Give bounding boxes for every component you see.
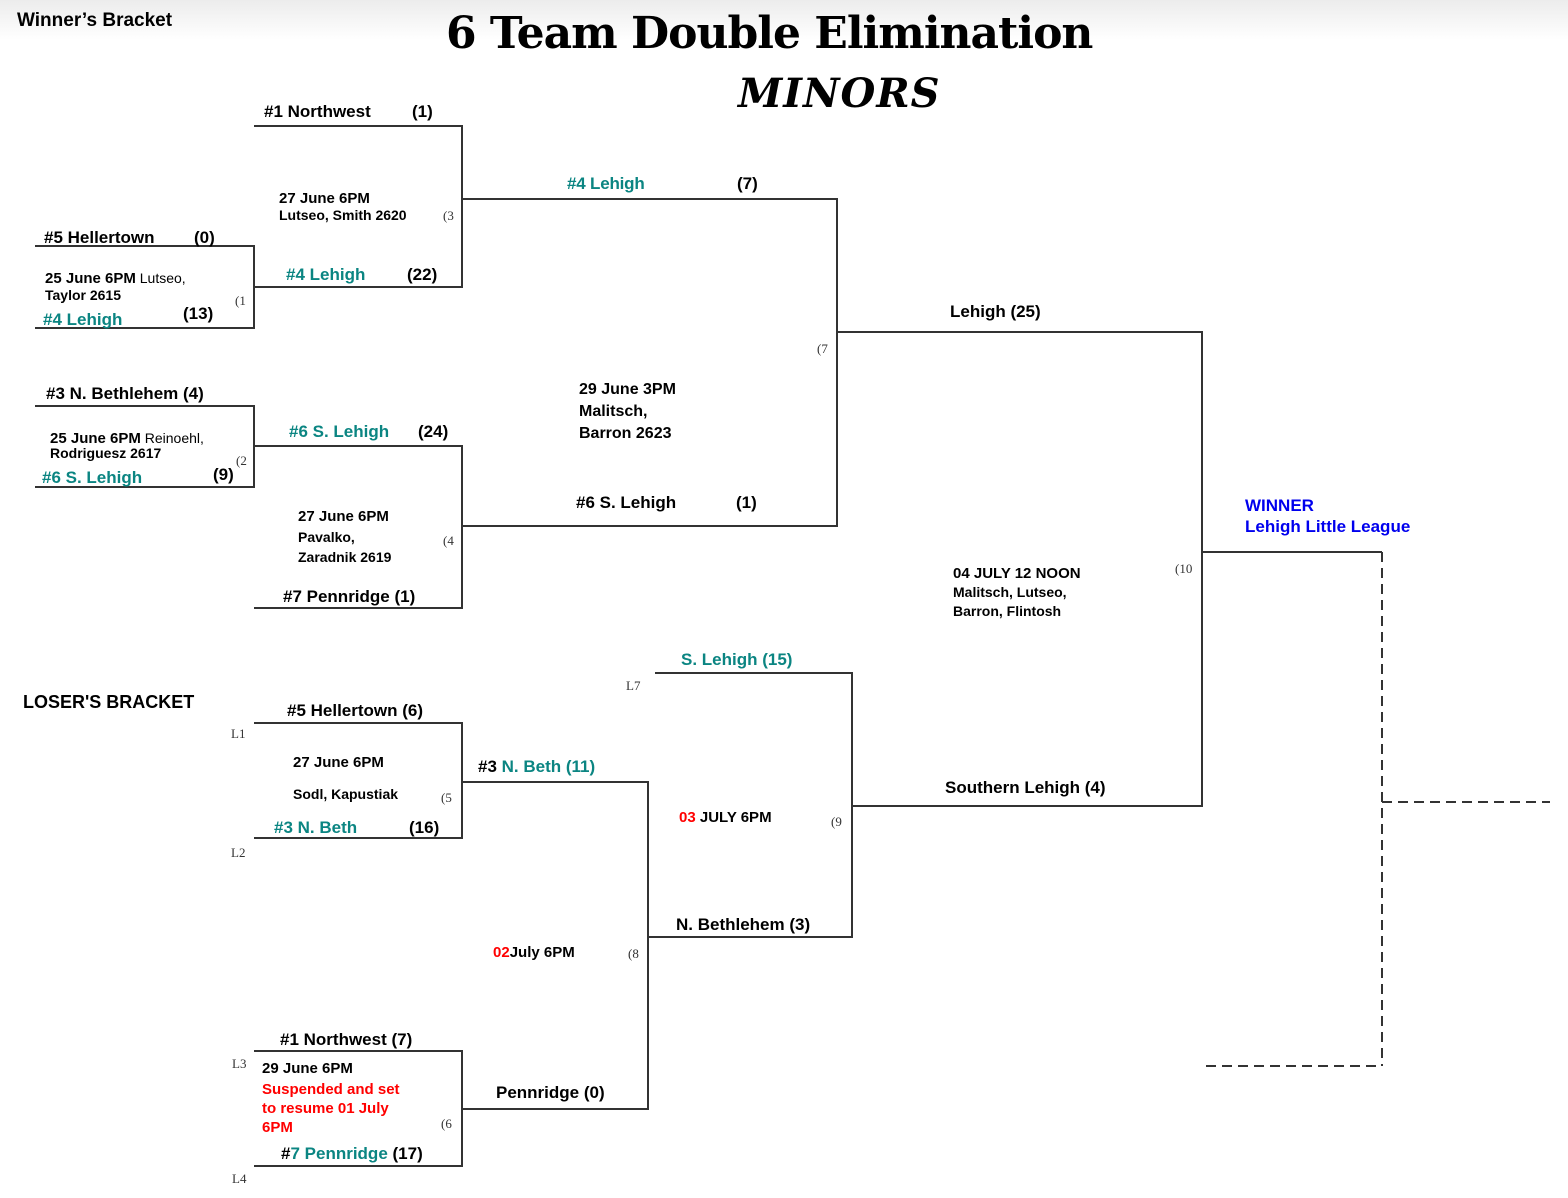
- advancing-team: #3 N. Beth (11): [478, 757, 595, 777]
- team-score: (13): [183, 304, 214, 323]
- team-name: #5 Hellertown: [44, 228, 155, 247]
- note-line: to resume 01 July: [262, 1100, 389, 1117]
- advancing-team: #4 Lehigh: [567, 174, 645, 193]
- bracket-slot: L3: [232, 1056, 247, 1071]
- note-line: Suspended and set: [262, 1081, 400, 1098]
- team-name: #1 Northwest (7): [280, 1030, 413, 1049]
- umpires-field: Malitsch,: [579, 403, 648, 420]
- date-day: 02: [493, 944, 510, 961]
- team-name: Pennridge (0): [496, 1083, 605, 1102]
- game-number: (9: [831, 814, 842, 829]
- page-top-shade: [0, 0, 1568, 40]
- bracket-slot: L1: [231, 726, 246, 741]
- team-score: (24): [418, 422, 449, 441]
- game-info: 27 June 6PM Pavalko, Zaradnik 2619: [298, 506, 391, 567]
- team-name: 7 Pennridge: [290, 1144, 388, 1163]
- team-score: (1): [736, 493, 757, 512]
- team-name: #1 Northwest: [264, 102, 371, 121]
- bracket-slot: L7: [626, 678, 641, 693]
- game-number: (2: [236, 453, 247, 468]
- page-title: 6 Team Double Elimination: [446, 8, 1093, 59]
- game-number: (6: [441, 1116, 452, 1131]
- game-info: 27 June 6PM Lutseo, Smith 2620: [279, 190, 407, 224]
- game-info: 25 June 6PM Lutseo, Taylor 2615: [45, 270, 186, 304]
- team-name: #5 Hellertown (6): [287, 701, 424, 720]
- umpires-field: Taylor 2615: [45, 287, 122, 303]
- team-name: #6 S. Lehigh: [576, 493, 677, 512]
- winner-label: WINNER: [1245, 496, 1314, 515]
- umpires-field: Barron, Flintosh: [953, 603, 1062, 619]
- game-info: 29 June 3PM Malitsch, Barron 2623: [579, 379, 676, 445]
- team-score: (22): [407, 265, 438, 284]
- bracket-slot: L4: [232, 1171, 247, 1186]
- team-name: N. Beth (11): [501, 757, 596, 776]
- team-score: (16): [409, 818, 440, 837]
- winners-bracket-label: Winner’s Bracket: [17, 10, 173, 31]
- game-number: (5: [441, 790, 452, 805]
- date-day: 03: [679, 809, 696, 826]
- game-number: (4: [443, 533, 454, 548]
- team-score: (0): [194, 228, 215, 247]
- note-line: 6PM: [262, 1119, 293, 1136]
- game-number: (1: [235, 293, 246, 308]
- umpires-field: Sodl, Kapustiak: [293, 786, 399, 802]
- game-date: 02July 6PM: [493, 944, 575, 961]
- advancing-team: #3 N. Beth: [274, 818, 358, 837]
- champion-block: WINNER Lehigh Little League: [1245, 495, 1410, 537]
- champion-name: Lehigh Little League: [1245, 517, 1411, 536]
- team-name: #7 Pennridge (1): [283, 587, 416, 606]
- game-info: 04 JULY 12 NOON Malitsch, Lutseo, Barron…: [953, 564, 1081, 621]
- team-name: Southern Lehigh (4): [945, 778, 1106, 797]
- seed-prefix: #3: [478, 757, 502, 776]
- game-info: 25 June 6PM Reinoehl, Rodriguesz 2617: [50, 431, 204, 461]
- advancing-team: #6 S. Lehigh: [289, 422, 390, 441]
- umpires: Lutseo,: [135, 270, 186, 286]
- team-score: (1): [412, 102, 433, 121]
- team-name: #3 N. Bethlehem (4): [46, 384, 204, 403]
- bracket-slot: L2: [231, 845, 246, 860]
- umpires-field: Lutseo, Smith 2620: [279, 207, 407, 223]
- game-date: 25 June 6PM: [50, 430, 141, 447]
- losers-bracket-label: LOSER'S BRACKET: [23, 692, 195, 712]
- date-rest: JULY 6PM: [695, 809, 772, 826]
- umpires-field: Malitsch, Lutseo,: [953, 584, 1067, 600]
- team-score: (9): [213, 465, 234, 484]
- umpires-field: Zaradnik 2619: [298, 549, 392, 565]
- game-date: 04 JULY 12 NOON: [953, 565, 1081, 582]
- advancing-team: #4 Lehigh: [43, 310, 123, 329]
- game-date: 25 June 6PM: [45, 270, 136, 287]
- seed-prefix: #: [281, 1144, 291, 1163]
- game-date: 27 June 6PM: [298, 508, 389, 525]
- game-number: (3: [443, 208, 454, 223]
- game-date: 27 June 6PM: [279, 190, 370, 207]
- game-number: (10: [1175, 561, 1193, 576]
- team-score: (7): [737, 174, 758, 193]
- game-number: (7: [817, 341, 828, 356]
- advancing-team: S. Lehigh (15): [681, 650, 793, 669]
- advancing-team: #6 S. Lehigh: [42, 468, 143, 487]
- umpires: Reinoehl,: [140, 430, 204, 446]
- game-date: 29 June 6PM: [262, 1060, 353, 1077]
- team-score: (17): [387, 1144, 423, 1163]
- umpires-field: Pavalko,: [298, 529, 355, 545]
- advancing-team: #7 Pennridge (17): [281, 1144, 423, 1164]
- umpires-field: Rodriguesz 2617: [50, 445, 162, 461]
- game-date: 29 June 3PM: [579, 381, 676, 398]
- team-name: N. Bethlehem (3): [676, 915, 811, 934]
- page-subtitle: MINORS: [738, 70, 941, 117]
- game-date: 03 JULY 6PM: [679, 809, 772, 826]
- umpires-field: Barron 2623: [579, 425, 672, 442]
- game-date: 27 June 6PM: [293, 754, 384, 771]
- team-name: Lehigh (25): [950, 302, 1041, 321]
- advancing-team: #4 Lehigh: [286, 265, 366, 284]
- date-rest: July 6PM: [509, 944, 575, 961]
- suspension-note: Suspended and set to resume 01 July 6PM: [262, 1080, 400, 1137]
- game-number: (8: [628, 946, 639, 961]
